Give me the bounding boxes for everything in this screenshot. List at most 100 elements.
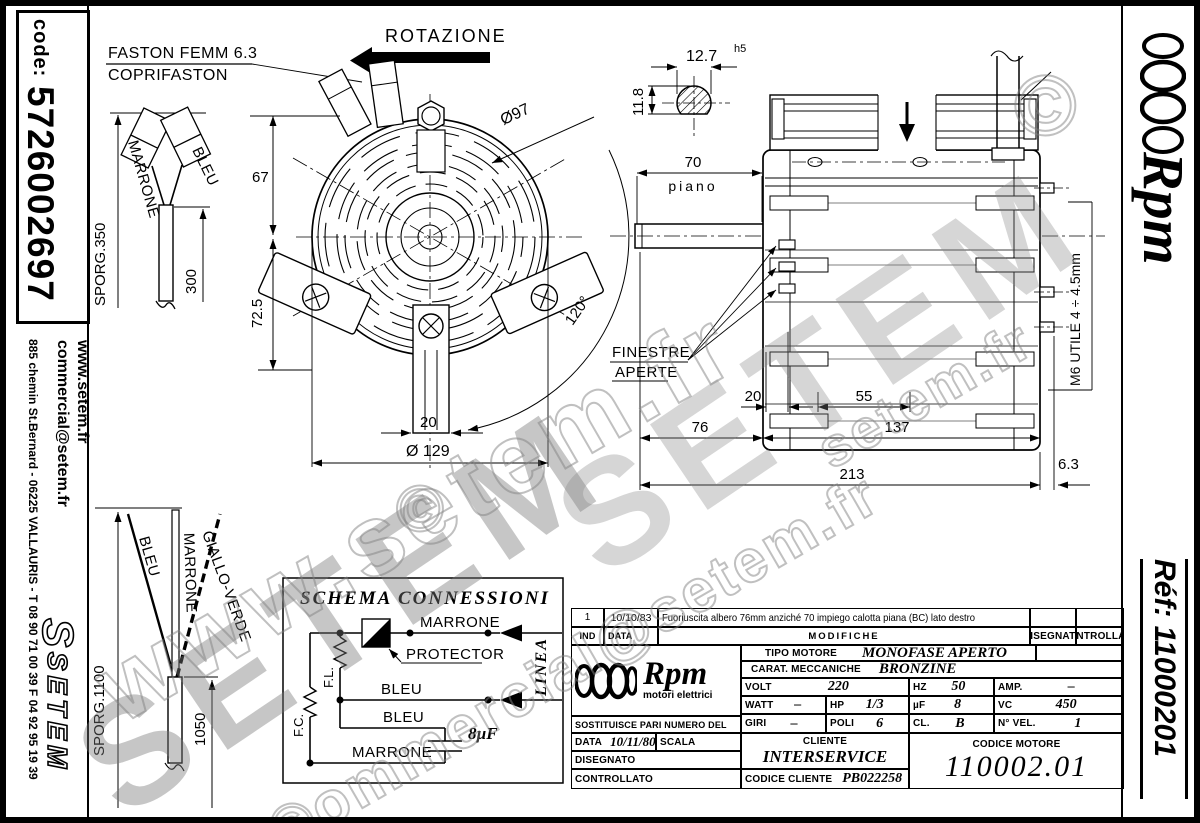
schema-protector: PROTECTOR (406, 646, 504, 663)
ventilation-windows (778, 239, 796, 294)
scala-cell: SCALA (656, 733, 741, 751)
schema-marrone-bottom: MARRONE (352, 744, 432, 761)
sostituisce-cell: SOSTITUISCE PARI NUMERO DEL (571, 716, 741, 733)
hdr-disegnato: DISEGNATO (1030, 627, 1076, 645)
schema-bleu-cap: BLEU (383, 709, 424, 726)
stud-note: M6 UTILE 4 ÷ 4.5mm (1067, 253, 1083, 386)
fc-label: F.C. (291, 714, 306, 737)
bracket-bottom (412, 304, 450, 434)
side-view: 12.7 h5 11.8 70 piano (610, 43, 1105, 490)
dim-sporg-350: SPORG.350 (92, 223, 109, 306)
wire-bleu (126, 513, 176, 678)
capacitor-value: 8µF (468, 724, 498, 743)
cl-cell: CL.B (909, 714, 994, 733)
rev-disegnato-cell (1030, 608, 1076, 627)
hdr-modifiche: MODIFICHE (658, 627, 1030, 645)
website: www.setem.fr (74, 340, 91, 444)
linea-arrow-mid (500, 691, 522, 709)
fl-label: F.L. (321, 667, 336, 688)
dim-20-side: 20 (745, 388, 762, 405)
email: commercial@setem.fr (54, 340, 71, 507)
code-value: 5726002697 (20, 85, 61, 302)
protector-symbol (361, 618, 482, 664)
wire-label-bleu: BLEU (188, 144, 221, 188)
schema-bleu-mid: BLEU (381, 681, 422, 698)
watt-cell: WATT– (741, 696, 826, 714)
code-label: code: (29, 19, 51, 78)
contact-info: www.setem.fr commercial@setem.fr (52, 340, 92, 640)
cable-sheath (167, 676, 183, 764)
cable-label-marrone: MARRONE (180, 533, 200, 614)
faston-connector-left (120, 107, 172, 169)
finestre-label: FINESTRE (612, 344, 690, 361)
faston-connector-right (159, 106, 212, 168)
rev-ind: 1 (571, 608, 604, 627)
disegnato-cell: DISEGNATO (571, 751, 741, 769)
motor-terminal-left (318, 68, 372, 138)
schema-marrone-top: MARRONE (420, 614, 500, 631)
motor-terminal-right (367, 59, 404, 129)
cliente-cell: CLIENTE INTERSERVICE (741, 733, 909, 769)
faston-title-2: COPRIFASTON (108, 67, 228, 84)
piano-label: piano (668, 178, 717, 194)
rpm-logo-sub: motori elettrici (643, 689, 713, 701)
rpm-coils-icon-small (575, 662, 637, 699)
linea-label: LINEA (533, 637, 550, 697)
nvel-cell: N° VEL.1 (994, 714, 1124, 733)
dim-o97: Ø97 (498, 101, 533, 129)
dim-12-7: 12.7 (686, 48, 717, 65)
down-arrow-head (899, 124, 915, 142)
shaft-section-detail: 12.7 h5 11.8 (630, 43, 746, 136)
codice-motore-cell: CODICE MOTORE 110002.01 (909, 733, 1124, 789)
rpm-logo-text: Rpm (643, 656, 708, 693)
dim-300: 300 (183, 269, 200, 294)
faston-title-1: FASTON FEMM 6.3 (108, 45, 257, 62)
setem-logo: S SETEM (32, 617, 83, 817)
dim-sporg-1100: SPORG.1100 (91, 665, 108, 756)
top-screw (416, 100, 446, 173)
bracket-right (490, 251, 604, 335)
dim-76: 76 (692, 419, 709, 436)
motor-body (762, 50, 1072, 451)
controllato-cell: CONTROLLATO (571, 769, 741, 789)
front-view: ROTAZIONE (249, 26, 630, 468)
rpm-coils-icon (1140, 33, 1186, 154)
junction-dots (306, 629, 492, 767)
tipo-motore-empty-cell (1036, 645, 1124, 661)
hdr-data: DATA (604, 627, 658, 645)
amp-cell: AMP.– (994, 678, 1124, 696)
technical-drawing-canvas: FASTON FEMM 6.3 COPRIFASTON MARRONE BLEU (87, 6, 1123, 817)
cable-detail: SPORG.1100 BLEU MARRONE GIALLO-VERDE 105… (91, 507, 254, 808)
address: 885 chemin St.Bernard - 06225 VALLAURIS … (26, 339, 40, 780)
mounting-studs (1039, 182, 1055, 333)
wire-giallo-verde (175, 513, 222, 678)
cable-label-giallo-verde: GIALLO-VERDE (198, 529, 254, 645)
hdr-controllato: CONTROLLATO (1076, 627, 1124, 645)
setem-logo-initial: S (32, 617, 83, 648)
wire-marrone (171, 509, 180, 678)
bracket-left (257, 252, 372, 335)
dim-137: 137 (884, 419, 909, 436)
linea-arrow-top (500, 624, 522, 642)
title-block: 1 10/10/83 Fuoriuscita albero 76mm anzic… (571, 608, 1124, 789)
dim-o129: Ø 129 (406, 443, 450, 460)
cable-exit (990, 50, 1052, 161)
dim-70: 70 (685, 154, 702, 171)
fc-winding (302, 686, 318, 718)
rpm-brand: Rpm (1131, 152, 1196, 265)
dim-213: 213 (839, 466, 864, 483)
hdr-ind: IND (571, 627, 604, 645)
rotation-label: ROTAZIONE (385, 26, 507, 46)
dim-1050: 1050 (192, 713, 209, 746)
rev-date: 10/10/83 (604, 608, 658, 627)
dim-72-5: 72.5 (249, 299, 266, 328)
dim-20-front: 20 (420, 414, 437, 431)
